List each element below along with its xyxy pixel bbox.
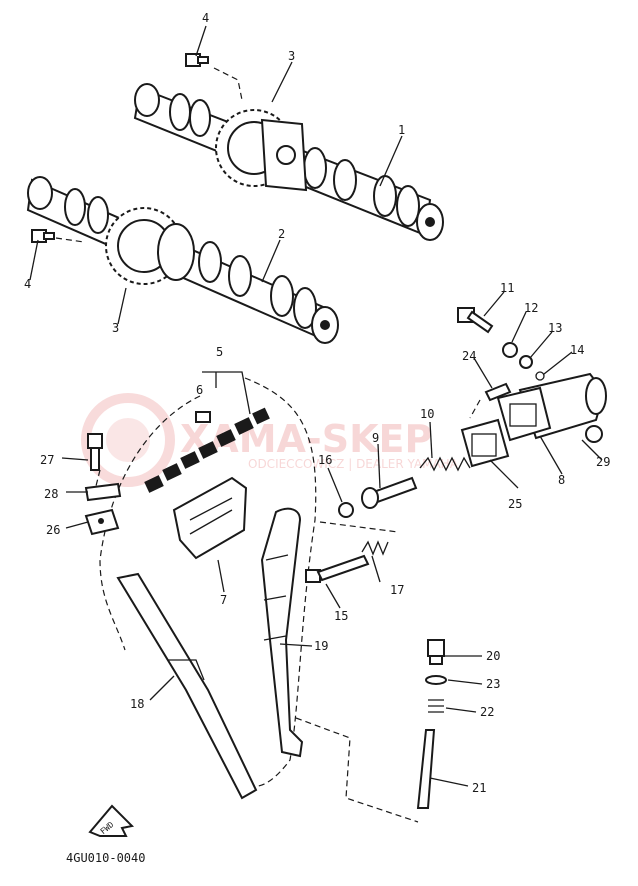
bolt-15 [305, 554, 370, 583]
label-part-29: 29 [596, 455, 610, 469]
label-part-19: 19 [314, 639, 328, 653]
label-part-17: 17 [390, 583, 404, 597]
label-part-16: 16 [318, 453, 332, 467]
label-part-25: 25 [508, 497, 522, 511]
label-part-22: 22 [480, 705, 494, 719]
plate-28 [84, 482, 122, 502]
chain-guide-top [172, 476, 248, 560]
label-part-28: 28 [44, 487, 58, 501]
label-part-21: 21 [472, 781, 486, 795]
label-part-9: 9 [372, 431, 379, 445]
tensioner-gasket-25 [460, 418, 510, 468]
pipe-21 [416, 729, 436, 809]
cam-chain [99, 377, 317, 787]
label-part-10: 10 [420, 407, 434, 421]
label-part-11: 11 [500, 281, 514, 295]
label-part-2: 2 [278, 227, 285, 241]
bolt-11 [457, 307, 494, 334]
label-part-12: 12 [524, 301, 538, 315]
label-part-1: 1 [398, 123, 405, 137]
label-part-18: 18 [130, 697, 144, 711]
washer-13 [519, 355, 533, 369]
cap-29 [585, 425, 603, 443]
chain-guide-rear [116, 572, 258, 800]
label-part-26: 26 [46, 523, 60, 537]
plate-26 [84, 508, 120, 536]
label-part-15: 15 [334, 609, 348, 623]
label-pointers [29, 25, 603, 787]
nut-16 [338, 502, 354, 518]
tensioner-rod-9 [361, 476, 418, 509]
label-part-5: 5 [216, 345, 223, 359]
fwd-arrow: FWD [88, 804, 135, 837]
cam-sprocket-lower [105, 207, 195, 285]
sprocket-bolt-upper [185, 53, 209, 67]
cam-sprocket-upper [215, 109, 308, 192]
label-part-6: 6 [196, 383, 203, 397]
watermark-subtitle: ODCIECCOWICZ | DEALER YAMAHA [248, 457, 459, 471]
tensioner-spring-10 [419, 456, 471, 472]
bolt-24 [484, 382, 512, 402]
label-part-3a: 3 [288, 49, 295, 63]
bolt-20 [427, 639, 445, 665]
label-part-14: 14 [570, 343, 584, 357]
diagram-code: 4GU010-0040 [66, 851, 145, 865]
bolt-27 [87, 433, 103, 471]
label-part-4b: 4 [24, 277, 31, 291]
label-part-7: 7 [220, 593, 227, 607]
clip-14 [535, 371, 545, 381]
label-part-27: 27 [40, 453, 54, 467]
label-part-23: 23 [486, 677, 500, 691]
part-labels: 4 3 1 2 4 3 5 6 7 8 9 10 11 12 13 14 15 … [24, 11, 610, 795]
leader-lines [55, 67, 481, 823]
label-part-13: 13 [548, 321, 562, 335]
watermark: XAMA-SKEP ODCIECCOWICZ | DEALER YAMAHA [81, 393, 459, 487]
chain-tensioner-guide [260, 507, 304, 758]
washer-23 [425, 675, 447, 685]
spring-22 [428, 699, 444, 713]
sprocket-bolt-lower [31, 229, 55, 243]
tensioner-gasket-8 [496, 386, 552, 442]
label-part-4a: 4 [202, 11, 209, 25]
washer-12 [502, 342, 518, 358]
label-part-8: 8 [558, 473, 565, 487]
label-part-24: 24 [462, 349, 476, 363]
label-part-20: 20 [486, 649, 500, 663]
spring-17 [361, 540, 389, 556]
label-part-3b: 3 [112, 321, 119, 335]
